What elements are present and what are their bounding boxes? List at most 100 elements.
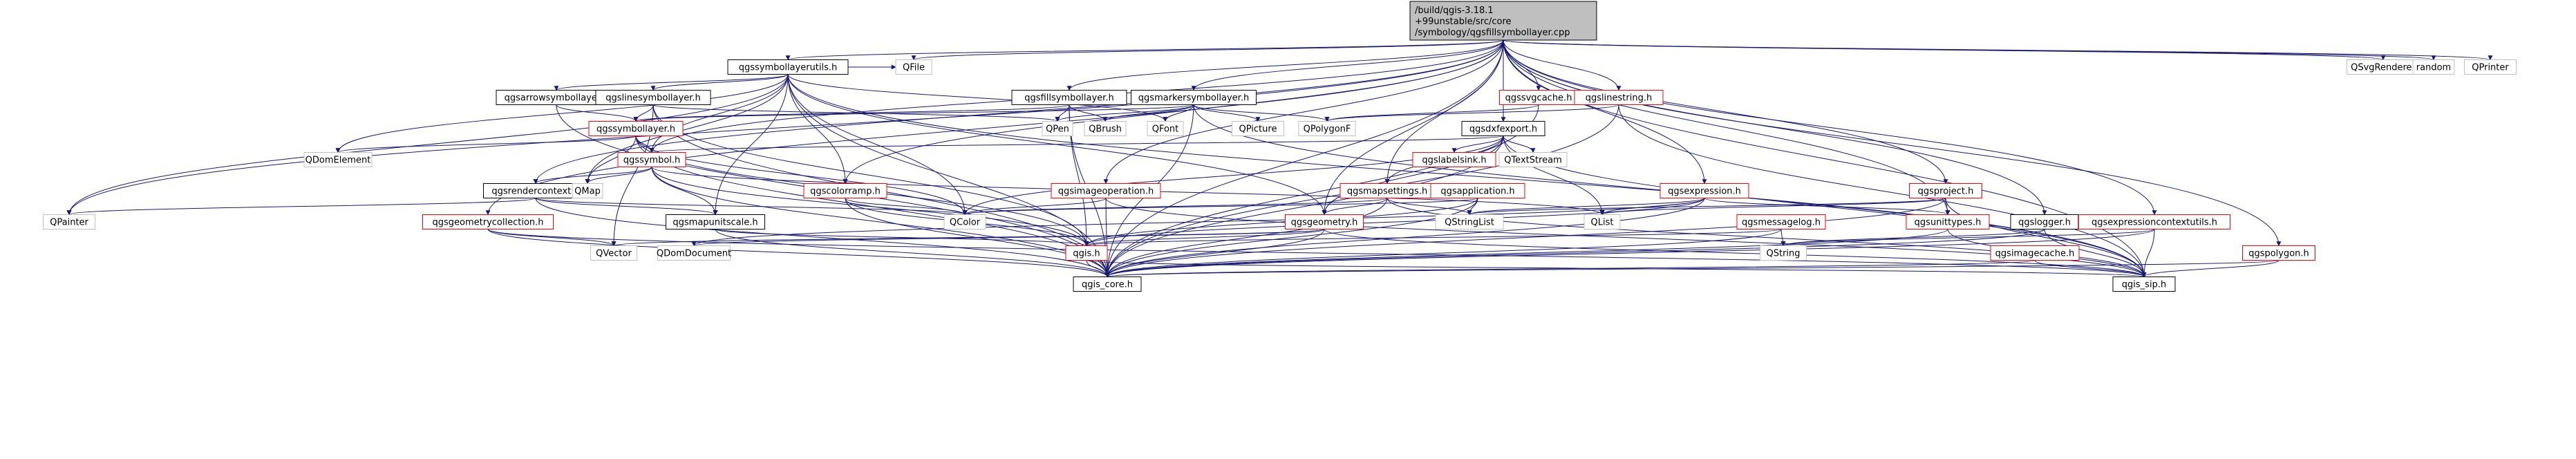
node-box <box>617 152 686 167</box>
edge-qgsgeometry-to-qdomdocument <box>691 229 1325 247</box>
node-label: qgsmapunitscale.h <box>673 218 758 228</box>
node-qgslinestring[interactable]: qgslinestring.h <box>1574 90 1664 105</box>
node-label: QColor <box>950 218 981 228</box>
node-qgssymbol[interactable]: qgssymbol.h <box>617 152 686 167</box>
edge-qgsproject-to-qgis_core <box>1104 198 1946 278</box>
edge-root-to-qgscolorramp <box>843 39 1504 185</box>
node-qgsmapunitscale[interactable]: qgsmapunitscale.h <box>666 214 765 230</box>
edge-qgssymbollayerutils-to-qmap <box>585 74 789 185</box>
edge-qgsrendercontext-to-qpainter <box>66 198 536 216</box>
node-label: QPrinter <box>2472 63 2509 73</box>
node-box <box>1073 277 1142 292</box>
node-box <box>1084 121 1127 136</box>
node-qpolygonf: QPolygonF <box>1298 121 1356 136</box>
node-qgsgeometry[interactable]: qgsgeometry.h <box>1285 214 1364 230</box>
edge-qgssymbollayerutils-to-qgssymbol <box>649 74 789 153</box>
node-qgsmapsettings[interactable]: qgsmapsettings.h <box>1339 183 1435 198</box>
node-qgslabelsink[interactable]: qgslabelsink.h <box>1412 152 1496 167</box>
edge-qgssymbollayerutils-to-qpainter <box>66 74 789 216</box>
edge-qgssymbollayerutils-to-qgsmapunitscale <box>713 74 789 216</box>
edge-qgslogger-to-qgis_sip <box>2044 229 2147 278</box>
node-qfont: QFont <box>1147 121 1184 136</box>
node-qgslinesymbollayer[interactable]: qgslinesymbollayer.h <box>595 90 711 105</box>
edge-root-to-qgssymbollayerutils <box>785 39 1504 61</box>
edge-qgsdxfexport-to-qcolor <box>962 135 1504 216</box>
node-box <box>43 214 95 230</box>
node-qgis[interactable]: qgis.h <box>1065 245 1108 261</box>
edge-qgsrendercontext-to-qgis_core <box>535 198 1110 278</box>
edge-qgis-to-qgis_sip <box>1086 260 2146 278</box>
node-label: QTextStream <box>1504 156 1562 166</box>
edge-qgsmessagelog-to-qgis <box>1084 229 1782 247</box>
edge-root-to-qfile <box>911 39 1504 61</box>
node-box <box>2464 59 2517 75</box>
node-qgsunittypes[interactable]: qgsunittypes.h <box>1906 214 1990 230</box>
node-qgsdxfexport[interactable]: qgsdxfexport.h <box>1461 121 1545 136</box>
node-label: QList <box>1591 218 1614 228</box>
node-qgsfillsymbollayer[interactable]: qgsfillsymbollayer.h <box>1011 90 1127 105</box>
node-label: qgscolorramp.h <box>810 187 881 197</box>
node-qgsgeometrycollection[interactable]: qgsgeometrycollection.h <box>422 214 554 230</box>
edge-qgsmessagelog-to-qgis_core <box>1104 229 1782 278</box>
node-qgscolorramp[interactable]: qgscolorramp.h <box>803 183 887 198</box>
edge-qgsmarkersymbollayer-to-qpen <box>1055 104 1194 122</box>
node-label: qgsarrowsymbollayer.h <box>505 93 609 104</box>
node-box <box>1574 90 1664 105</box>
node-qcolor: QColor <box>943 214 986 230</box>
edge-root-to-qgsmapsettings <box>1384 39 1504 185</box>
node-qgspolygon[interactable]: qgspolygon.h <box>2242 245 2315 261</box>
node-box <box>1147 121 1184 136</box>
edge-qgsproject-to-qstringlist <box>1467 198 1946 216</box>
node-qgssymbollayerutils[interactable]: qgssymbollayerutils.h <box>727 59 849 75</box>
node-qdomelement: QDomElement <box>303 152 373 167</box>
node-box <box>2078 214 2230 230</box>
node-qgsrendercontext[interactable]: qgsrendercontext.h <box>483 183 588 198</box>
node-qgslogger[interactable]: qgslogger.h <box>2010 214 2079 230</box>
node-box <box>588 121 684 136</box>
node-label: qgssymbol.h <box>623 156 681 166</box>
node-qsvgrenderer: QSvgRenderer <box>2347 59 2420 75</box>
node-qgsimageoperation[interactable]: qgsimageoperation.h <box>1051 183 1161 198</box>
node-box <box>1412 152 1496 167</box>
edge-qgsgeometrycollection-to-qvector <box>487 229 617 247</box>
node-qgsarrowsymbollayer[interactable]: qgsarrowsymbollayer.h <box>496 90 617 105</box>
node-qgis_sip[interactable]: qgis_sip.h <box>2112 277 2176 292</box>
node-qgsapplication[interactable]: qgsapplication.h <box>1430 183 1525 198</box>
node-qgsmarkersymbollayer[interactable]: qgsmarkersymbollayer.h <box>1131 90 1257 105</box>
node-qgis_core[interactable]: qgis_core.h <box>1073 277 1142 292</box>
node-qgssymbollayer[interactable]: qgssymbollayer.h <box>588 121 684 136</box>
node-qgssvgcache[interactable]: qgssvgcache.h <box>1499 90 1578 105</box>
node-qgsmessagelog[interactable]: qgsmessagelog.h <box>1736 214 1826 230</box>
node-box <box>895 59 932 75</box>
node-qgsexpression[interactable]: qgsexpression.h <box>1660 183 1749 198</box>
node-label: qgsimageoperation.h <box>1058 187 1154 197</box>
edge-qgsmapunitscale-to-qgis_core <box>715 229 1110 278</box>
node-qvector: QVector <box>590 245 637 261</box>
node-qgsimagecache[interactable]: qgsimagecache.h <box>1990 245 2080 261</box>
node-label: random <box>2416 63 2451 73</box>
node-label: QDomDocument <box>657 249 731 259</box>
edge-qgssymbol-to-qgsrendercontext <box>533 167 652 185</box>
edge-qgsexpression-to-qgsunittypes <box>1704 198 1950 216</box>
node-label: QPolygonF <box>1304 124 1351 135</box>
edge-qgssymbollayerutils-to-qgsarrowsymbollayer <box>554 74 789 91</box>
node-box <box>803 183 887 198</box>
node-qdomdocument: QDomDocument <box>657 245 731 261</box>
edge-root-to-qpainter <box>66 39 1504 216</box>
edge-qgsdxfexport-to-qgslabelsink <box>1451 135 1504 153</box>
node-qgsexpressioncontextutils[interactable]: qgsexpressioncontextutils.h <box>2078 214 2230 230</box>
node-qgsproject[interactable]: qgsproject.h <box>1909 183 1982 198</box>
node-box <box>727 59 849 75</box>
node-label: qgis_core.h <box>1082 280 1133 290</box>
edge-qgsexpressioncontextutils-to-qgis_sip <box>2141 229 2155 278</box>
edge-qgslogger-to-qstring <box>1780 229 2045 247</box>
edge-qgssymbol-to-qmap <box>585 167 652 185</box>
node-label: qgis_sip.h <box>2122 280 2166 290</box>
root-file-label-line-2: +99unstable/src/core <box>1415 17 1512 27</box>
root-file-node[interactable]: /build/qgis-3.18.1 +99unstable/src/core … <box>1409 1 1597 41</box>
edge-root-to-qgsimageoperation <box>1103 39 1504 185</box>
edge-qgspolygon-to-qgis_sip <box>2141 260 2279 278</box>
edge-qgssymbollayerutils-to-qgslinesymbollayer <box>650 74 789 91</box>
edge-qgsmapsettings-to-qgis_sip <box>1386 198 2147 278</box>
node-box <box>595 90 711 105</box>
